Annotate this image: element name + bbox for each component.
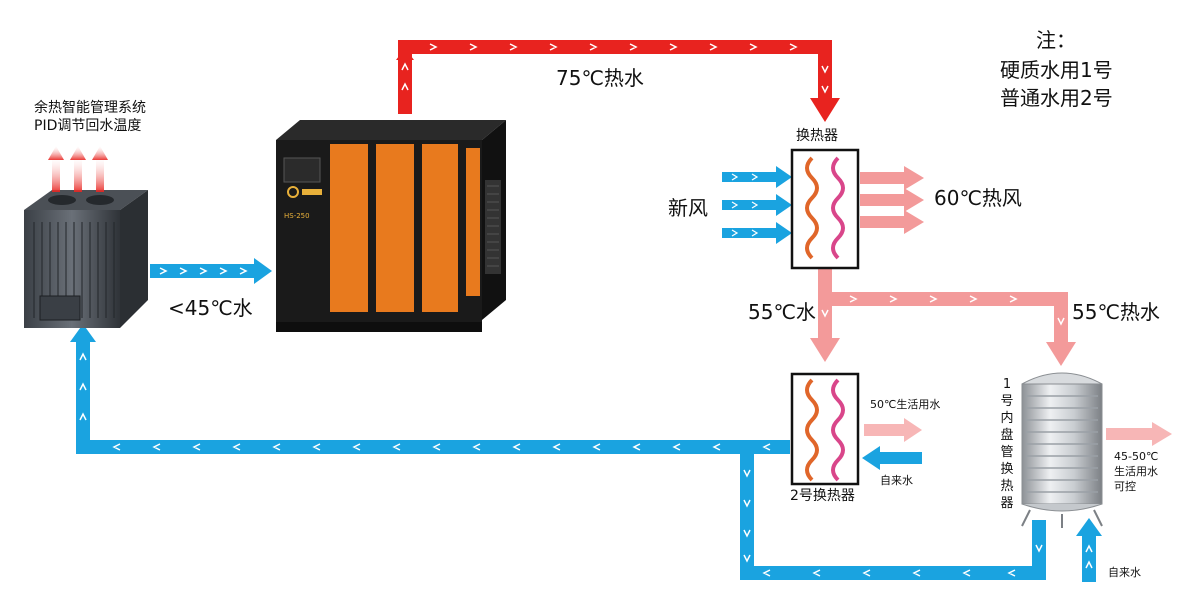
note-line1: 硬质水用1号: [1000, 58, 1113, 82]
hot-water-55-right-label: 55℃热水: [1072, 300, 1160, 324]
heat-pump-label-line1: 余热智能管理系统: [34, 100, 146, 116]
heat-pump-unit: [24, 190, 148, 328]
air-compressor: [276, 120, 506, 332]
arrow-left-icon: [79, 352, 1043, 577]
arrow-right-icon: [401, 43, 829, 94]
arrow-right-icon: [159, 267, 248, 275]
domestic-45-50-line3: 可控: [1114, 480, 1136, 493]
coil-tank: [1021, 372, 1103, 528]
wavy-coil-icon: [805, 378, 819, 482]
water-55-pipe: [810, 268, 1076, 366]
fresh-air-label: 新风: [668, 196, 708, 220]
domestic-45-50-line1: 45-50℃: [1114, 450, 1159, 463]
arrow-right-icon: [731, 173, 759, 237]
domestic-45-50-arrow: [1106, 422, 1172, 446]
arrow-up-icon: [1085, 544, 1093, 569]
fresh-air-arrows: [722, 166, 792, 244]
domestic-50-arrow: [864, 418, 922, 442]
hot-air-arrows: [860, 166, 924, 234]
compressor-brand-text: HS-250: [284, 212, 310, 220]
domestic-50-label: 50℃生活用水: [870, 398, 941, 411]
tap-water-tank-label: 自来水: [1108, 566, 1141, 579]
return-45-pipe: [150, 258, 272, 284]
note-line2: 普通水用2号: [1000, 86, 1113, 110]
tap-water-tank-pipe: [1076, 518, 1102, 582]
heat-exchanger-2: [790, 372, 860, 486]
wavy-coil-icon: [831, 156, 845, 260]
heat-pump-label-line2: PID调节回水温度: [34, 118, 142, 134]
heat-up-arrows: [48, 146, 108, 192]
hx2-label: 2号换热器: [790, 488, 855, 504]
return-45-label: <45℃水: [168, 296, 253, 320]
wavy-coil-icon: [831, 378, 845, 482]
hot-water-75-pipe: [396, 40, 840, 122]
water-55-left-label: 55℃水: [748, 300, 816, 324]
tap-water-hx2-arrow: [862, 446, 922, 470]
tap-water-hx2-label: 自来水: [880, 474, 913, 487]
hot-air-60-label: 60℃热风: [934, 186, 1022, 210]
hx-top-label: 换热器: [796, 128, 838, 144]
heat-exchanger-top: [790, 148, 860, 270]
wavy-coil-icon: [805, 156, 819, 260]
arrow-right-icon: [821, 295, 1065, 326]
domestic-45-50-line2: 生活用水: [1114, 465, 1158, 478]
note-title: 注：: [1036, 28, 1076, 52]
hot-water-75-label: 75℃热水: [556, 66, 644, 90]
tank-label: 1号内盘管换热器: [1000, 377, 1014, 511]
